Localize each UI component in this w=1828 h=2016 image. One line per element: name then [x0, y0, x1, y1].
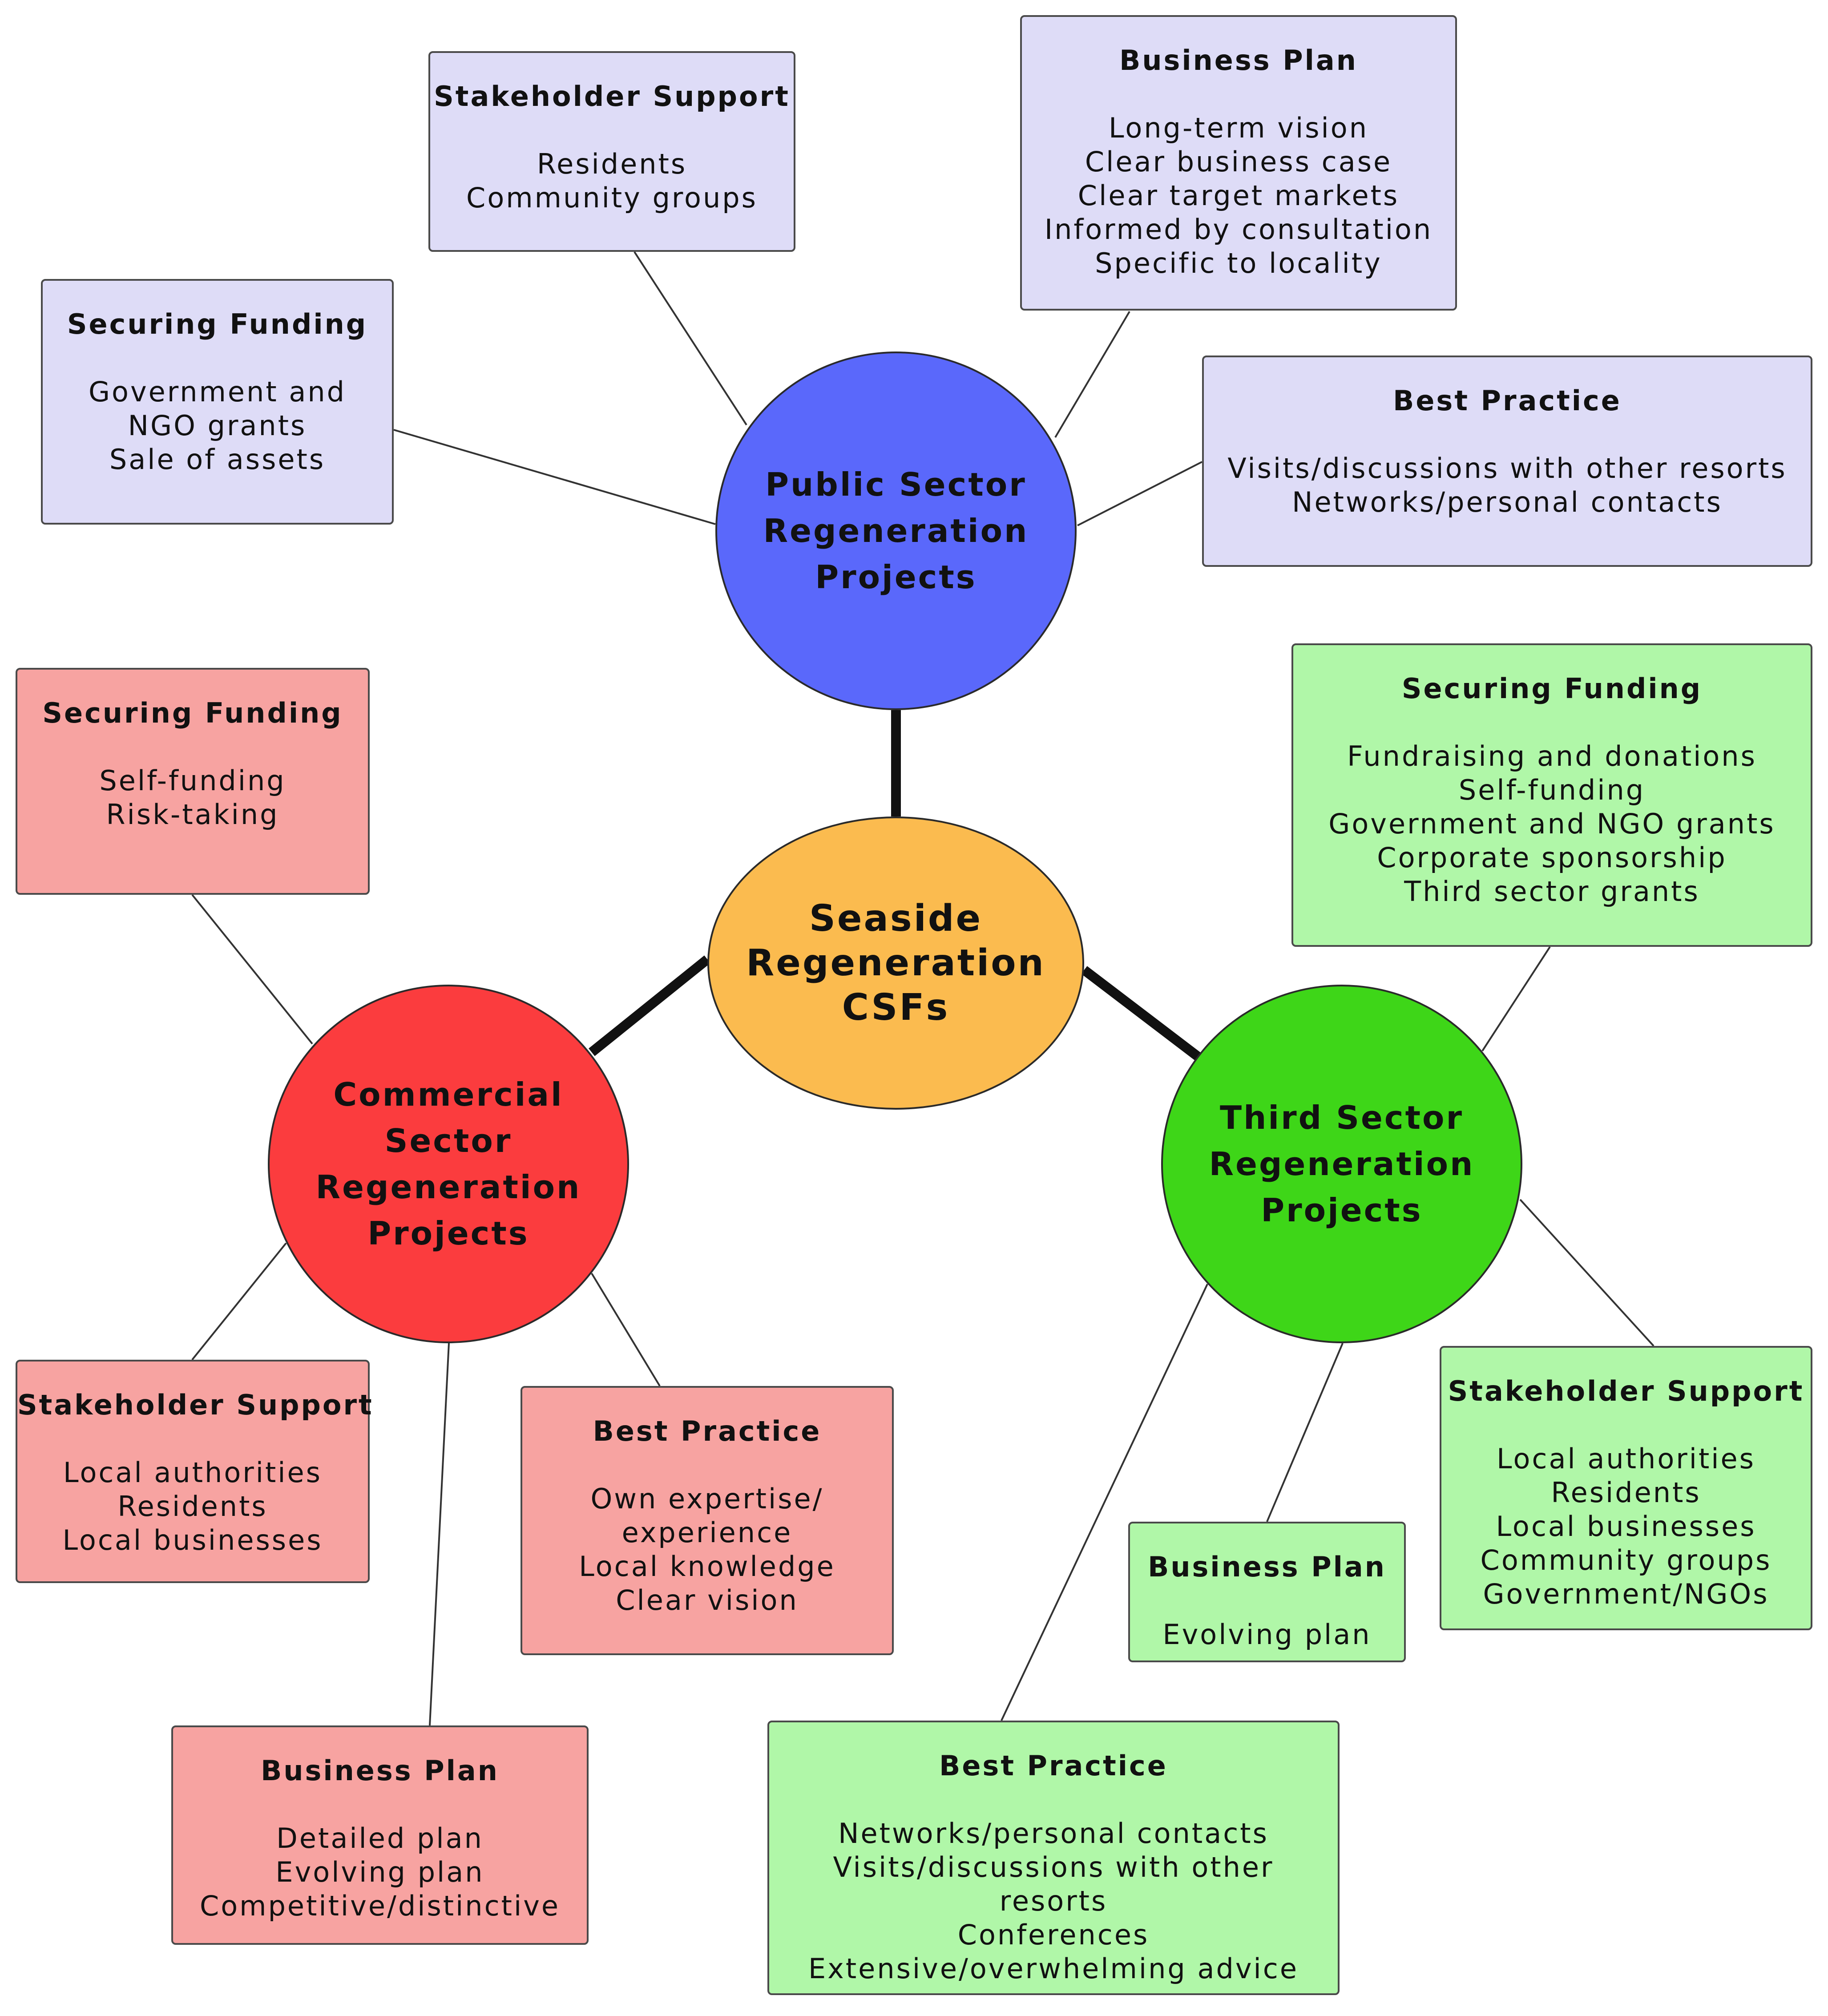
connector-public-practice [1077, 461, 1203, 526]
box-line: Risk-taking [106, 798, 279, 831]
box-line: experience [621, 1516, 793, 1549]
box-line: Third sector grants [1404, 875, 1700, 908]
hub-public-sector: Public Sector Regeneration Projects [715, 351, 1077, 710]
public-securing-funding-box: Securing Funding Government and NGO gran… [41, 279, 394, 525]
box-title: Business Plan [1119, 44, 1358, 77]
box-line: Residents [117, 1490, 268, 1523]
box-line: Government and NGO grants [1328, 808, 1776, 840]
box-line: Evolving plan [275, 1856, 484, 1888]
box-line: Visits/discussions with other [833, 1851, 1274, 1883]
box-line: Local authorities [63, 1456, 322, 1489]
hub-commercial-sector: Commercial Sector Regeneration Projects [268, 985, 629, 1343]
connector-commercial-practice [591, 1273, 661, 1387]
box-line: Residents [537, 148, 687, 180]
box-line: Informed by consultation [1044, 213, 1433, 246]
connector-public-funding [393, 429, 716, 525]
box-title: Best Practice [1393, 384, 1622, 417]
box-line: Long-term vision [1108, 112, 1369, 144]
public-business-plan-box: Business Plan Long-term vision Clear bus… [1020, 15, 1457, 311]
connector-public-business [1054, 311, 1130, 438]
hub-public-sector-label: Public Sector Regeneration Projects [763, 466, 1029, 596]
box-title: Business Plan [1148, 1551, 1386, 1583]
box-line: Self-funding [1458, 774, 1646, 806]
box-line: Conferences [957, 1919, 1150, 1951]
connector-commercial-business [429, 1343, 450, 1726]
box-line: Government/NGOs [1483, 1578, 1769, 1610]
box-line: Extensive/overwhelming advice [808, 1952, 1299, 1985]
box-line: Own expertise/ [590, 1483, 824, 1515]
box-line: Residents [1551, 1476, 1701, 1509]
box-line: Local businesses [1496, 1510, 1756, 1543]
box-line: Local authorities [1497, 1442, 1755, 1475]
connector-center-commercial [589, 955, 710, 1056]
box-line: Visits/discussions with other resorts [1227, 452, 1787, 485]
box-line: Networks/personal contacts [1292, 486, 1723, 518]
box-title: Best Practice [593, 1415, 822, 1447]
third-stakeholder-support-box: Stakeholder Support Local authorities Re… [1440, 1346, 1812, 1630]
public-stakeholder-support-box: Stakeholder Support Residents Community … [428, 51, 795, 252]
box-line: Networks/personal contacts [838, 1817, 1269, 1850]
box-line: Specific to locality [1095, 247, 1382, 279]
commercial-stakeholder-support-box: Stakeholder Support Local authorities Re… [16, 1360, 374, 1583]
center-node: Seaside Regeneration CSFs [707, 816, 1084, 1110]
box-line: resorts [999, 1885, 1108, 1917]
third-securing-funding-box: Securing Funding Fundraising and donatio… [1291, 643, 1812, 947]
box-line: Evolving plan [1162, 1618, 1372, 1651]
box-title: Securing Funding [67, 308, 368, 340]
connector-third-practice [1001, 1284, 1208, 1721]
box-title: Securing Funding [1401, 672, 1703, 705]
center-node-label: Seaside Regeneration CSFs [746, 897, 1045, 1029]
hub-third-sector: Third Sector Regeneration Projects [1161, 985, 1522, 1343]
box-line: Government and [88, 376, 346, 408]
box-line: NGO grants [128, 409, 307, 442]
box-line: Clear business case [1085, 145, 1392, 178]
box-line: Local businesses [62, 1524, 323, 1556]
box-line: Local knowledge [579, 1550, 835, 1583]
commercial-best-practice-box: Best Practice Own expertise/ experience … [521, 1386, 894, 1655]
hub-commercial-sector-label: Commercial Sector Regeneration Projects [315, 1076, 581, 1252]
box-line: Community groups [466, 182, 758, 214]
box-line: Detailed plan [276, 1822, 484, 1854]
box-line: Sale of assets [109, 443, 326, 476]
box-line: Self-funding [99, 764, 286, 797]
box-line: Clear vision [616, 1584, 799, 1616]
connector-third-stakeholder [1519, 1199, 1654, 1347]
hub-third-sector-label: Third Sector Regeneration Projects [1209, 1099, 1475, 1229]
public-best-practice-box: Best Practice Visits/discussions with ot… [1202, 356, 1812, 567]
connector-commercial-stakeholder [191, 1242, 287, 1361]
third-best-practice-box: Best Practice Networks/personal contacts… [767, 1721, 1340, 1995]
box-title: Stakeholder Support [1448, 1375, 1804, 1407]
box-line: Fundraising and donations [1347, 740, 1757, 772]
box-line: Corporate sponsorship [1377, 841, 1727, 874]
box-line: Community groups [1480, 1544, 1772, 1576]
connector-third-funding [1481, 946, 1551, 1052]
box-title: Stakeholder Support [434, 80, 790, 113]
connector-public-stakeholder [634, 251, 747, 426]
connector-third-business [1266, 1343, 1344, 1522]
connector-center-third [1081, 966, 1203, 1062]
box-title: Stakeholder Support [17, 1389, 374, 1421]
box-title: Securing Funding [42, 697, 343, 729]
third-business-plan-box: Business Plan Evolving plan [1128, 1522, 1406, 1662]
commercial-business-plan-box: Business Plan Detailed plan Evolving pla… [171, 1725, 589, 1945]
connector-commercial-funding [191, 894, 313, 1045]
box-line: Clear target markets [1077, 179, 1400, 212]
box-title: Best Practice [939, 1749, 1168, 1782]
box-line: Competitive/distinctive [199, 1890, 561, 1922]
commercial-securing-funding-box: Securing Funding Self-funding Risk-takin… [16, 668, 370, 895]
box-title: Business Plan [261, 1754, 499, 1787]
